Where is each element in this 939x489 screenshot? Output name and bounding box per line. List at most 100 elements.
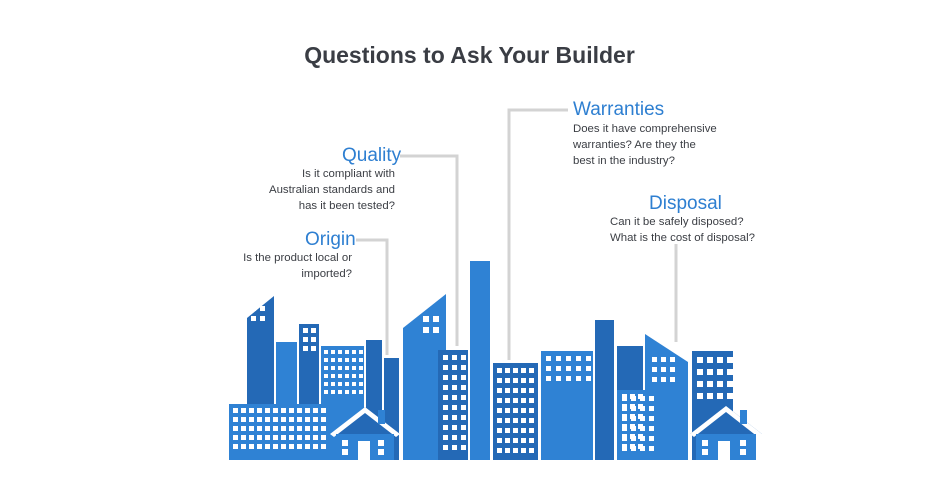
building-slanted-left-window — [260, 316, 265, 321]
building-right-front-window — [640, 436, 645, 441]
house-right-roof — [690, 406, 762, 434]
building-grid-center-window — [505, 428, 510, 433]
building-grid-center-window — [529, 408, 534, 413]
building-grid-left-window — [352, 350, 356, 354]
building-far-right-window — [717, 393, 723, 399]
building-grid-left-window — [359, 350, 363, 354]
building-narrow-left-window — [311, 346, 316, 351]
building-grid-center-window — [521, 388, 526, 393]
building-grid-left-window — [359, 358, 363, 362]
building-grid-center-window — [513, 378, 518, 383]
building-center-tower-window — [443, 395, 448, 400]
building-right-front-window — [631, 416, 636, 421]
building-grid-center-window — [521, 398, 526, 403]
building-low-wide-left-window — [281, 444, 286, 449]
building-grid-left-window — [331, 390, 335, 394]
building-grid-left-window — [345, 366, 349, 370]
building-low-wide-left-window — [257, 444, 262, 449]
building-low-wide-left-window — [305, 444, 310, 449]
building-wide-center-window — [586, 356, 591, 361]
house-right-window-4 — [740, 449, 746, 455]
building-far-right-window — [727, 381, 733, 387]
building-right-front-window — [631, 446, 636, 451]
building-far-right-window — [717, 381, 723, 387]
building-low-wide-left-window — [265, 426, 270, 431]
house-left-window-4 — [378, 449, 384, 455]
building-center-tower-window — [452, 365, 457, 370]
building-wide-center-window — [586, 376, 591, 381]
building-low-wide-left-window — [305, 435, 310, 440]
building-low-wide-left-window — [281, 408, 286, 413]
house-right-window-2 — [702, 449, 708, 455]
building-center-tower-window — [452, 445, 457, 450]
building-grid-left-window — [352, 382, 356, 386]
building-center-tower-window — [443, 435, 448, 440]
house-left-chimney — [378, 410, 385, 424]
building-wide-center-window — [546, 356, 551, 361]
building-grid-left-window — [359, 382, 363, 386]
building-low-wide-left-window — [265, 408, 270, 413]
building-low-wide-left-window — [265, 435, 270, 440]
building-wide-center-window — [556, 356, 561, 361]
building-low-wide-left-window — [265, 444, 270, 449]
building-grid-center-window — [529, 368, 534, 373]
building-grid-left-window — [324, 350, 328, 354]
building-low-wide-left-window — [289, 444, 294, 449]
building-grid-left-window — [324, 390, 328, 394]
house-left-window-2 — [342, 449, 348, 455]
warranties-heading: Warranties — [573, 99, 665, 120]
building-wide-center-window — [566, 356, 571, 361]
building-grid-center-window — [521, 418, 526, 423]
building-right-front-window — [649, 406, 654, 411]
building-center-tower-window — [452, 405, 457, 410]
building-grid-left-window — [345, 382, 349, 386]
building-narrow-left-window — [311, 337, 316, 342]
building-center-tower-window — [443, 355, 448, 360]
building-grid-center-window — [497, 368, 502, 373]
origin-line-2: imported? — [301, 268, 352, 280]
building-grid-center-window — [505, 398, 510, 403]
building-grid-left-window — [352, 374, 356, 378]
building-slanted-center-window — [423, 316, 429, 322]
building-right-front-window — [622, 446, 627, 451]
building-grid-center-window — [521, 448, 526, 453]
building-low-wide-left-window — [297, 426, 302, 431]
building-wide-center-window — [556, 376, 561, 381]
building-slanted-center — [403, 294, 446, 460]
building-far-right-window — [697, 381, 703, 387]
quality-line-1: Is it compliant with — [301, 168, 395, 180]
building-grid-center-window — [529, 448, 534, 453]
building-grid-left-window — [331, 366, 335, 370]
building-tall-center — [470, 261, 490, 460]
building-low-wide-left-window — [321, 426, 326, 431]
building-narrow-left-window — [303, 328, 308, 333]
warranties-line-1: Does it have comprehensive — [573, 123, 717, 135]
building-grid-left-window — [338, 358, 342, 362]
building-slanted-right-window — [652, 367, 657, 372]
warranties-description: Does it have comprehensive warranties? A… — [573, 121, 773, 169]
building-grid-center-window — [497, 398, 502, 403]
building-grid-left-window — [345, 390, 349, 394]
building-grid-center-window — [513, 408, 518, 413]
building-grid-center-window — [513, 368, 518, 373]
building-right-front-window — [631, 436, 636, 441]
windows-group — [233, 306, 733, 453]
building-right-front-window — [631, 406, 636, 411]
building-grid-center-window — [497, 438, 502, 443]
building-low-wide-left-window — [233, 408, 238, 413]
building-grid-center-window — [497, 448, 502, 453]
building-low-wide-left-window — [241, 408, 246, 413]
building-center-tower-window — [452, 375, 457, 380]
building-low-wide-left-window — [321, 417, 326, 422]
house-icon — [690, 406, 762, 460]
building-slanted-right-window — [670, 357, 675, 362]
building-grid-center-window — [521, 428, 526, 433]
building-low-wide-left-window — [241, 417, 246, 422]
building-low-wide-left-window — [273, 435, 278, 440]
building-wide-center-window — [546, 366, 551, 371]
building-grid-center-window — [529, 388, 534, 393]
building-grid-center-window — [513, 448, 518, 453]
building-far-right-window — [727, 369, 733, 375]
building-grid-left-window — [324, 358, 328, 362]
